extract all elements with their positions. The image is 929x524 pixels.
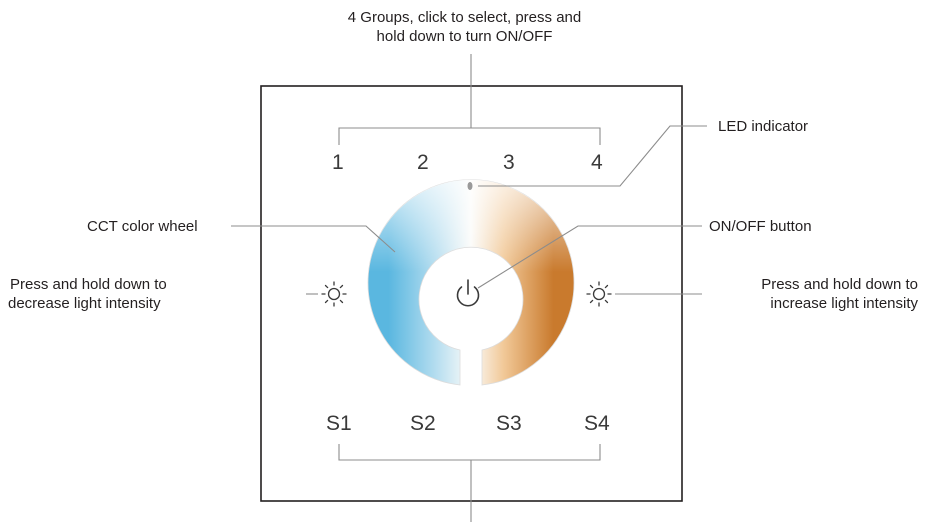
group-button-3[interactable]: 3 [503, 151, 515, 174]
decrease-annotation-line-2: decrease light intensity [8, 295, 161, 312]
scene-bracket [338, 444, 601, 522]
led-dot-icon [467, 182, 473, 190]
increase-annotation-line-1: Press and hold down to [761, 276, 918, 293]
leader-lines [231, 125, 707, 295]
cct-color-wheel[interactable] [367, 179, 575, 386]
scene-button-s1[interactable]: S1 [326, 412, 352, 435]
panel-frame [260, 85, 683, 502]
increase-annotation-line-2: increase light intensity [770, 295, 918, 312]
sun-icon [586, 281, 612, 307]
decrease-brightness-button[interactable] [318, 278, 350, 310]
increase-annotation: Press and hold down to increase light in… [707, 275, 918, 313]
sun-icon [321, 281, 347, 307]
scene-button-s4[interactable]: S4 [584, 412, 610, 435]
onoff-button-label: ON/OFF button [709, 218, 812, 235]
increase-brightness-button[interactable] [583, 278, 615, 310]
groups-annotation-line-1: 4 Groups, click to select, press and [347, 9, 582, 26]
groups-annotation: 4 Groups, click to select, press and hol… [0, 8, 929, 46]
cct-wheel-label: CCT color wheel [87, 218, 198, 235]
group-button-4[interactable]: 4 [591, 151, 603, 174]
power-icon [456, 279, 480, 307]
led-indicator-label: LED indicator [718, 118, 809, 135]
decrease-annotation: Press and hold down to decrease light in… [8, 275, 302, 313]
scene-button-s2[interactable]: S2 [410, 412, 436, 435]
group-button-1[interactable]: 1 [332, 151, 344, 174]
group-button-2[interactable]: 2 [417, 151, 429, 174]
decrease-annotation-line-1: Press and hold down to [10, 276, 167, 293]
onoff-button[interactable] [428, 254, 508, 334]
group-bracket [338, 54, 601, 145]
scene-button-s3[interactable]: S3 [496, 412, 522, 435]
groups-annotation-line-2: hold down to turn ON/OFF [376, 28, 553, 45]
